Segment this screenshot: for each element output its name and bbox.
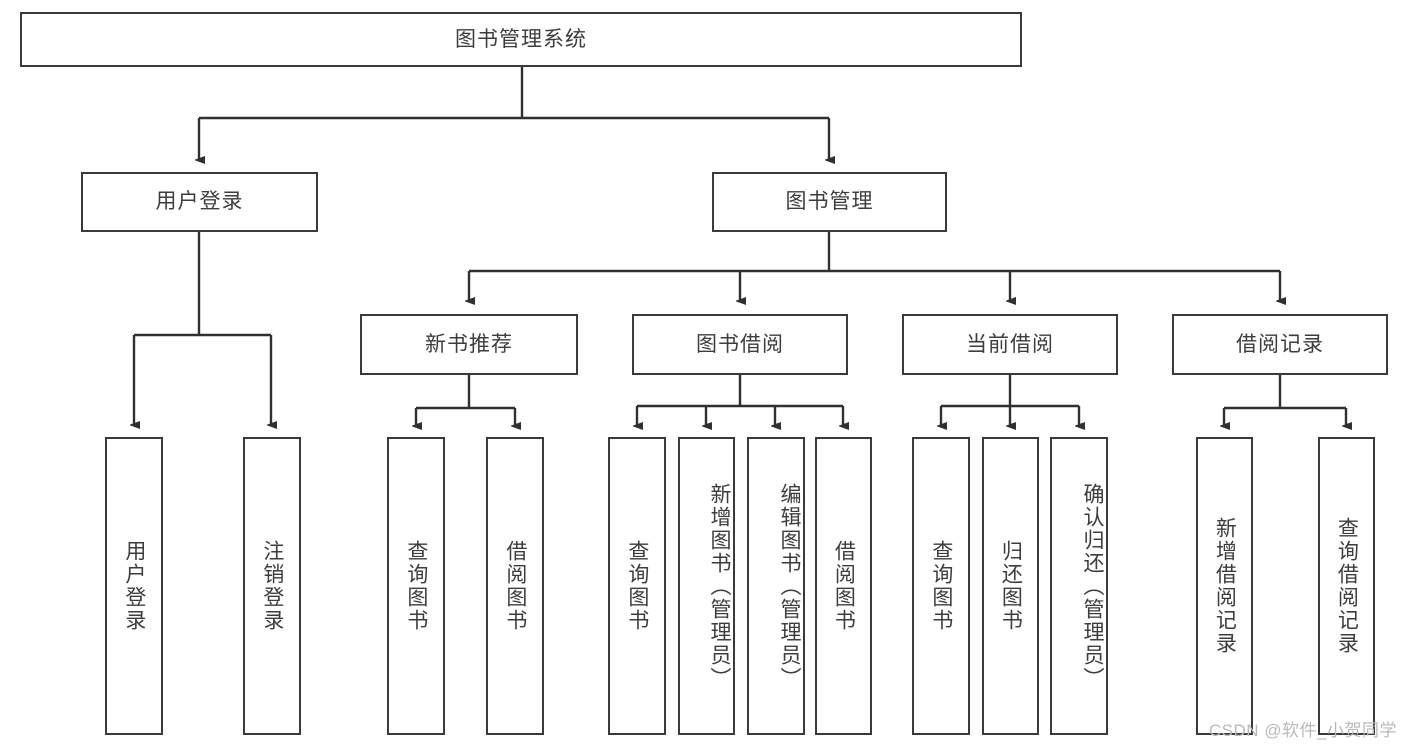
node-user-login[interactable]: 用户登录: [81, 172, 318, 232]
node-label: 新书推荐: [425, 332, 513, 356]
leaf-logout[interactable]: 注销登录: [243, 437, 301, 735]
node-label: 图书管理: [785, 190, 874, 214]
node-label: 新增借阅记录: [1213, 517, 1237, 655]
node-borrow-record[interactable]: 借阅记录: [1172, 314, 1388, 375]
leaf-borrow-book[interactable]: 借阅图书: [815, 437, 872, 735]
node-label: 用户登录: [155, 190, 244, 214]
node-label: 图书借阅: [696, 332, 784, 356]
node-label: 借阅记录: [1236, 332, 1324, 356]
node-label: 借阅图书: [832, 540, 856, 632]
node-label: 查询图书: [625, 540, 649, 632]
leaf-user-login[interactable]: 用户登录: [105, 437, 163, 735]
leaf-return-book[interactable]: 归还图书: [982, 437, 1039, 735]
leaf-query-book-borrow[interactable]: 查询图书: [608, 437, 666, 735]
node-label: 新增图书（管理员）: [708, 482, 731, 690]
node-label: 图书管理系统: [455, 27, 587, 51]
node-label: 当前借阅: [966, 332, 1054, 356]
leaf-query-borrow-record[interactable]: 查询借阅记录: [1318, 437, 1375, 735]
node-new-book-recommend[interactable]: 新书推荐: [360, 314, 578, 375]
csdn-watermark: CSDN @软件_小贺同学: [1208, 721, 1397, 740]
leaf-add-borrow-record[interactable]: 新增借阅记录: [1196, 437, 1253, 735]
node-label: 编辑图书（管理员）: [778, 482, 801, 690]
node-label: 注销登录: [260, 540, 284, 632]
node-root-system[interactable]: 图书管理系统: [20, 12, 1022, 67]
node-label: 查询借阅记录: [1335, 517, 1359, 655]
leaf-edit-book-admin[interactable]: 编辑图书（管理员）: [747, 437, 805, 735]
leaf-add-book-admin[interactable]: 新增图书（管理员）: [678, 437, 735, 735]
node-current-borrow[interactable]: 当前借阅: [902, 314, 1118, 375]
leaf-query-book-recommend[interactable]: 查询图书: [387, 437, 445, 735]
node-label: 归还图书: [999, 540, 1023, 632]
leaf-borrow-book-recommend[interactable]: 借阅图书: [486, 437, 544, 735]
node-label: 查询图书: [404, 540, 428, 632]
leaf-query-book-current[interactable]: 查询图书: [912, 437, 970, 735]
node-label: 确认归还（管理员）: [1081, 482, 1104, 690]
node-label: 借阅图书: [503, 540, 527, 632]
node-book-management[interactable]: 图书管理: [712, 172, 947, 232]
leaf-confirm-return-admin[interactable]: 确认归还（管理员）: [1050, 437, 1108, 735]
node-book-borrow[interactable]: 图书借阅: [632, 314, 848, 375]
node-label: 查询图书: [929, 540, 953, 632]
node-label: 用户登录: [122, 540, 146, 632]
